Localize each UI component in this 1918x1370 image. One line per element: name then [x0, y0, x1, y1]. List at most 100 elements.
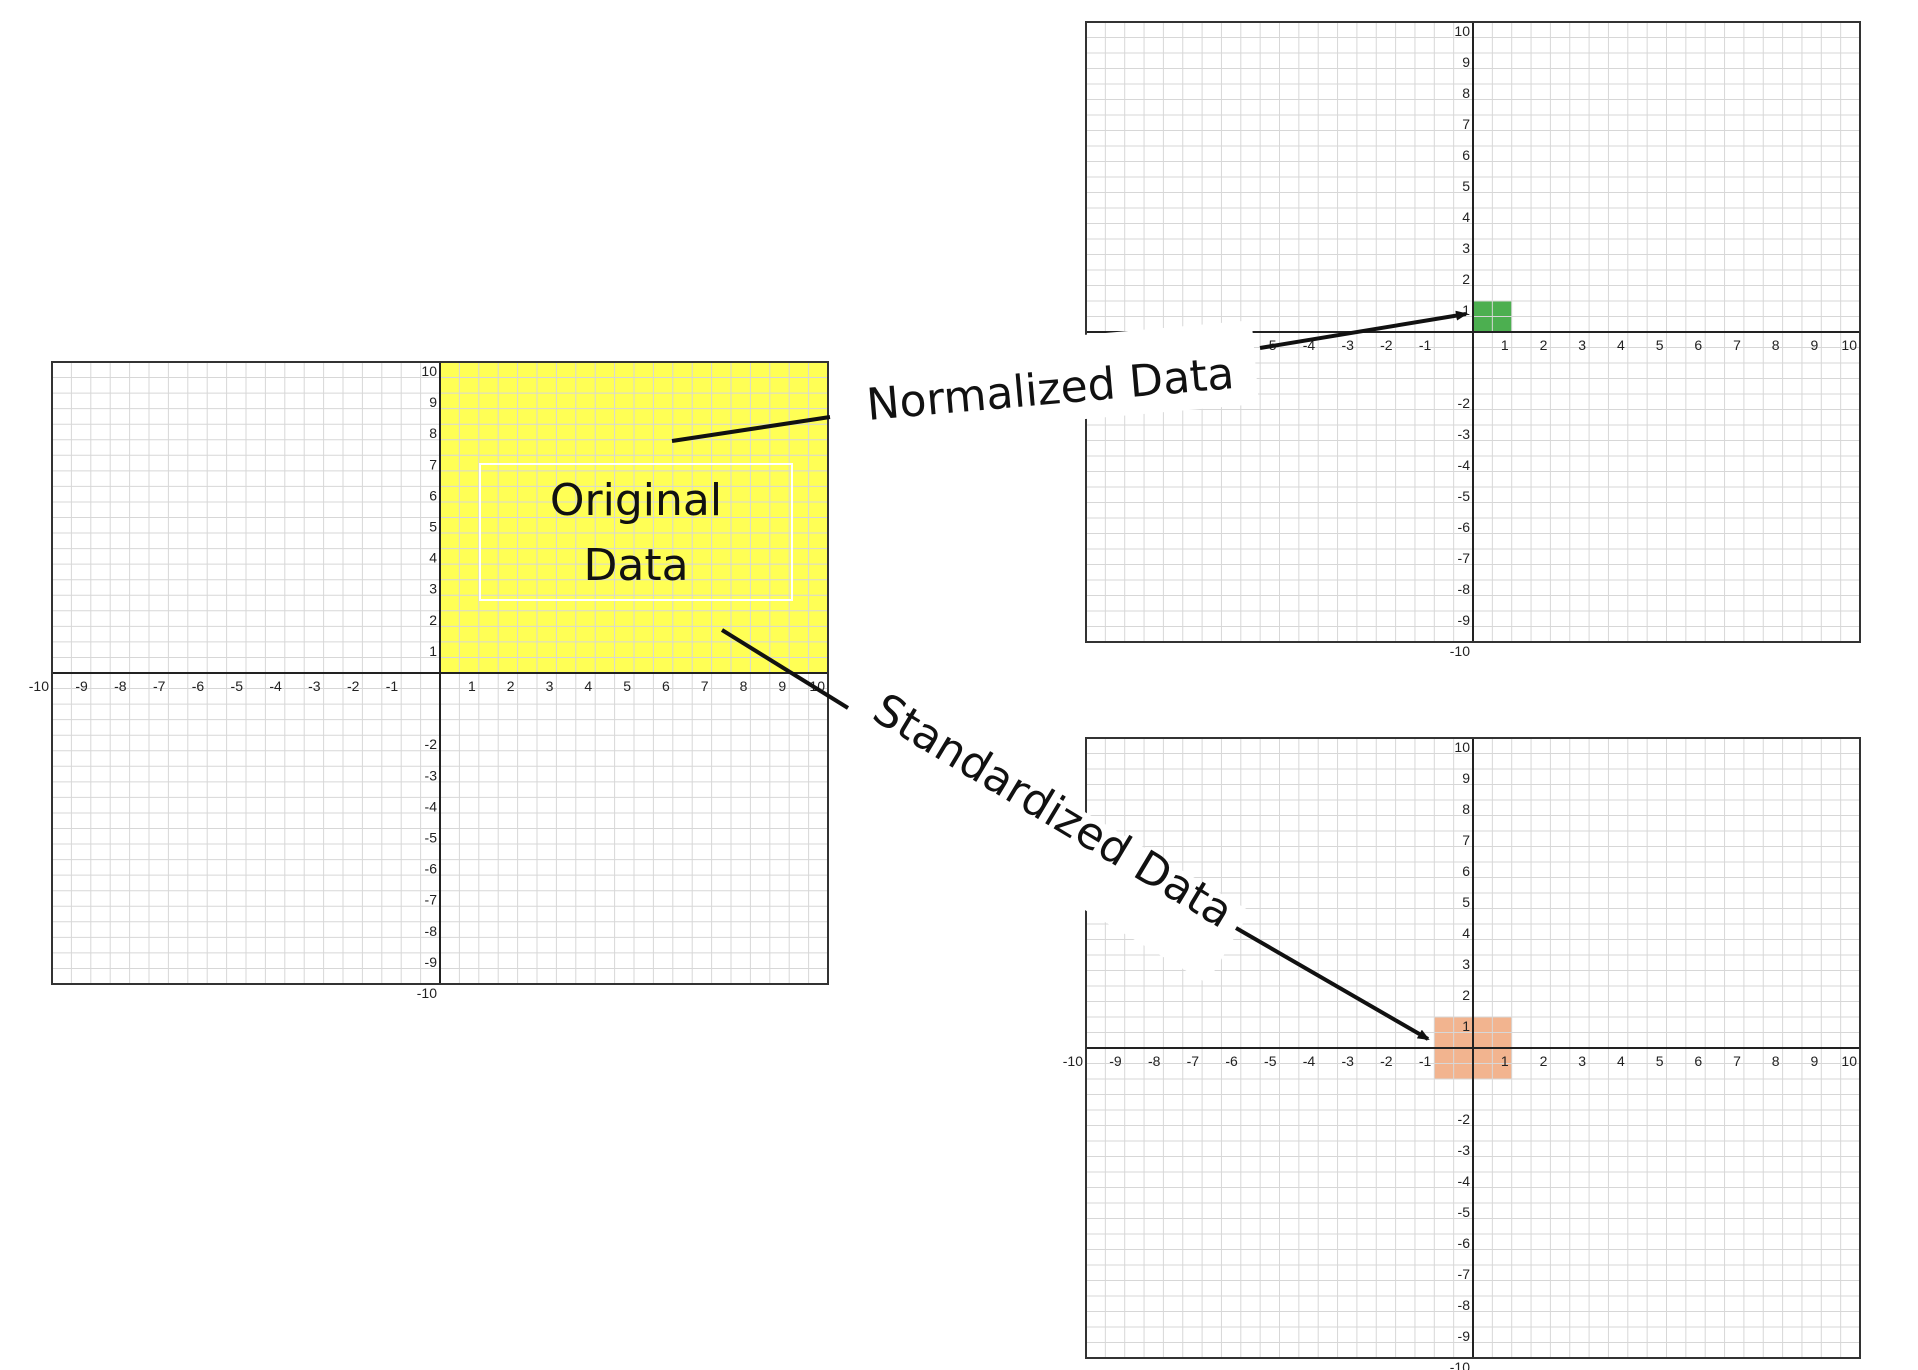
standardized-x-tick-label: -2	[1380, 1053, 1393, 1069]
normalized-x-tick-label: 10	[1841, 337, 1857, 353]
original-x-tick-label: 2	[507, 678, 515, 694]
normalized-arrow-line-left	[671, 415, 831, 443]
normalized-x-tick-label: 7	[1733, 337, 1741, 353]
original-y-tick-label: -5	[425, 830, 438, 846]
original-x-tick-label: 1	[468, 678, 476, 694]
normalized-y-tick-label: -8	[1458, 581, 1471, 597]
normalized-y-tick-label: 3	[1462, 240, 1470, 256]
standardized-y-tick-label: 2	[1462, 987, 1470, 1003]
standardized-x-tick-label: 8	[1772, 1053, 1780, 1069]
normalized-x-tick-label: 6	[1694, 337, 1702, 353]
normalized-arrow	[1259, 310, 1468, 350]
normalized-y-tick-label: 8	[1462, 85, 1470, 101]
normalized-x-tick-label: -1	[1419, 337, 1432, 353]
original-x-tick-label: 6	[662, 678, 670, 694]
standardized-y-tick-label: 5	[1462, 894, 1470, 910]
standardized-x-tick-label: -3	[1341, 1053, 1354, 1069]
standardized-y-tick-label: -7	[1458, 1266, 1471, 1282]
original-y-tick-label: 1	[429, 643, 437, 659]
original-label-line2: Data	[583, 540, 688, 591]
normalized-y-tick-label: 9	[1462, 54, 1470, 70]
original-x-tick-label: 4	[584, 678, 592, 694]
original-x-tick-label: 7	[701, 678, 709, 694]
standardized-y-tick-label: -3	[1458, 1142, 1471, 1158]
normalized-y-tick-label: 10	[1454, 23, 1470, 39]
original-y-tick-label: -4	[425, 798, 438, 814]
standardized-x-tick-label: -8	[1148, 1053, 1161, 1069]
standardized-x-tick-label: 2	[1540, 1053, 1548, 1069]
standardized-y-tick-label: -2	[1458, 1111, 1471, 1127]
standardized-y-tick-label: 7	[1462, 832, 1470, 848]
normalized-y-tick-label: -9	[1458, 612, 1471, 628]
normalized-x-tick-label: -3	[1341, 337, 1354, 353]
standardized-y-tick-label: -5	[1458, 1204, 1471, 1220]
original-y-tick-label: 6	[429, 487, 437, 503]
normalized-x-tick-label: 3	[1578, 337, 1586, 353]
original-frame	[51, 361, 829, 985]
standardized-x-tick-label: -4	[1303, 1053, 1316, 1069]
standardized-y-tick-label: 4	[1462, 925, 1470, 941]
original-y-tick-label: 3	[429, 581, 437, 597]
normalized-x-tick-label: 5	[1656, 337, 1664, 353]
original-x-tick-label: -3	[308, 678, 321, 694]
standardized-x-tick-label: 6	[1694, 1053, 1702, 1069]
original-y-tick-label: -7	[425, 892, 438, 908]
standardized-x-tick-label: -5	[1264, 1053, 1277, 1069]
original-y-tick-label: 7	[429, 456, 437, 472]
original-y-tick-label: 2	[429, 612, 437, 628]
standardized-x-tick-label: 10	[1841, 1053, 1857, 1069]
original-y-tick-label: -6	[425, 861, 438, 877]
normalized-y-tick-label: -4	[1458, 457, 1471, 473]
normalized-y-tick-label: 4	[1462, 209, 1470, 225]
original-y-tick-label: 8	[429, 425, 437, 441]
standardized-callout-mask	[829, 684, 1251, 984]
normalized-x-tick-label: 1	[1501, 337, 1509, 353]
standardized-x-tick-label: -9	[1109, 1053, 1122, 1069]
standardized-x-tick-label: 1	[1501, 1053, 1509, 1069]
normalized-y-tick-label: -10	[1450, 643, 1470, 659]
standardized-y-tick-label: 8	[1462, 801, 1470, 817]
standardized-arrow-line-left	[720, 628, 850, 710]
original-y-tick-label: -8	[425, 923, 438, 939]
standardized-x-tick-label: 5	[1656, 1053, 1664, 1069]
normalized-x-tick-label: 9	[1811, 337, 1819, 353]
original-y-tick-label: 5	[429, 519, 437, 535]
standardized-y-tick-label: -10	[1450, 1359, 1470, 1370]
normalized-y-tick-label: 2	[1462, 271, 1470, 287]
normalized-x-tick-label: 8	[1772, 337, 1780, 353]
normalized-callout-mask	[857, 320, 1259, 439]
normalized-y-tick-label: -7	[1458, 550, 1471, 566]
standardized-frame	[1085, 737, 1861, 1359]
original-label-box	[479, 463, 793, 601]
original-x-tick-label: 9	[778, 678, 786, 694]
original-y-tick-label: 4	[429, 550, 437, 566]
normalized-x-tick-label: 4	[1617, 337, 1625, 353]
normalized-y-tick-label: 6	[1462, 147, 1470, 163]
normalized-frame	[1085, 21, 1861, 643]
original-y-tick-label: -3	[425, 767, 438, 783]
standardized-x-tick-label: -6	[1225, 1053, 1238, 1069]
standardized-x-tick-label: 3	[1578, 1053, 1586, 1069]
standardized-y-tick-label: 9	[1462, 770, 1470, 786]
normalized-x-tick-label: 2	[1540, 337, 1548, 353]
original-x-tick-label: -10	[29, 678, 49, 694]
normalized-y-tick-label: 5	[1462, 178, 1470, 194]
original-y-tick-label: -2	[425, 736, 438, 752]
normalized-y-tick-label: 1	[1462, 302, 1470, 318]
standardized-y-tick-label: 6	[1462, 863, 1470, 879]
normalized-x-tick-label: -2	[1380, 337, 1393, 353]
original-x-tick-label: -8	[114, 678, 127, 694]
original-y-tick-label: -10	[417, 985, 437, 1001]
normalized-y-tick-label: -6	[1458, 519, 1471, 535]
standardized-x-tick-label: 7	[1733, 1053, 1741, 1069]
original-label-line1: Original	[550, 475, 722, 526]
original-x-tick-label: 8	[740, 678, 748, 694]
standardized-x-tick-label: -10	[1063, 1053, 1083, 1069]
normalized-y-tick-label: -5	[1458, 488, 1471, 504]
original-x-tick-label: -6	[192, 678, 205, 694]
normalized-y-tick-label: -2	[1458, 395, 1471, 411]
original-x-tick-label: -4	[269, 678, 282, 694]
standardized-y-tick-label: 3	[1462, 956, 1470, 972]
